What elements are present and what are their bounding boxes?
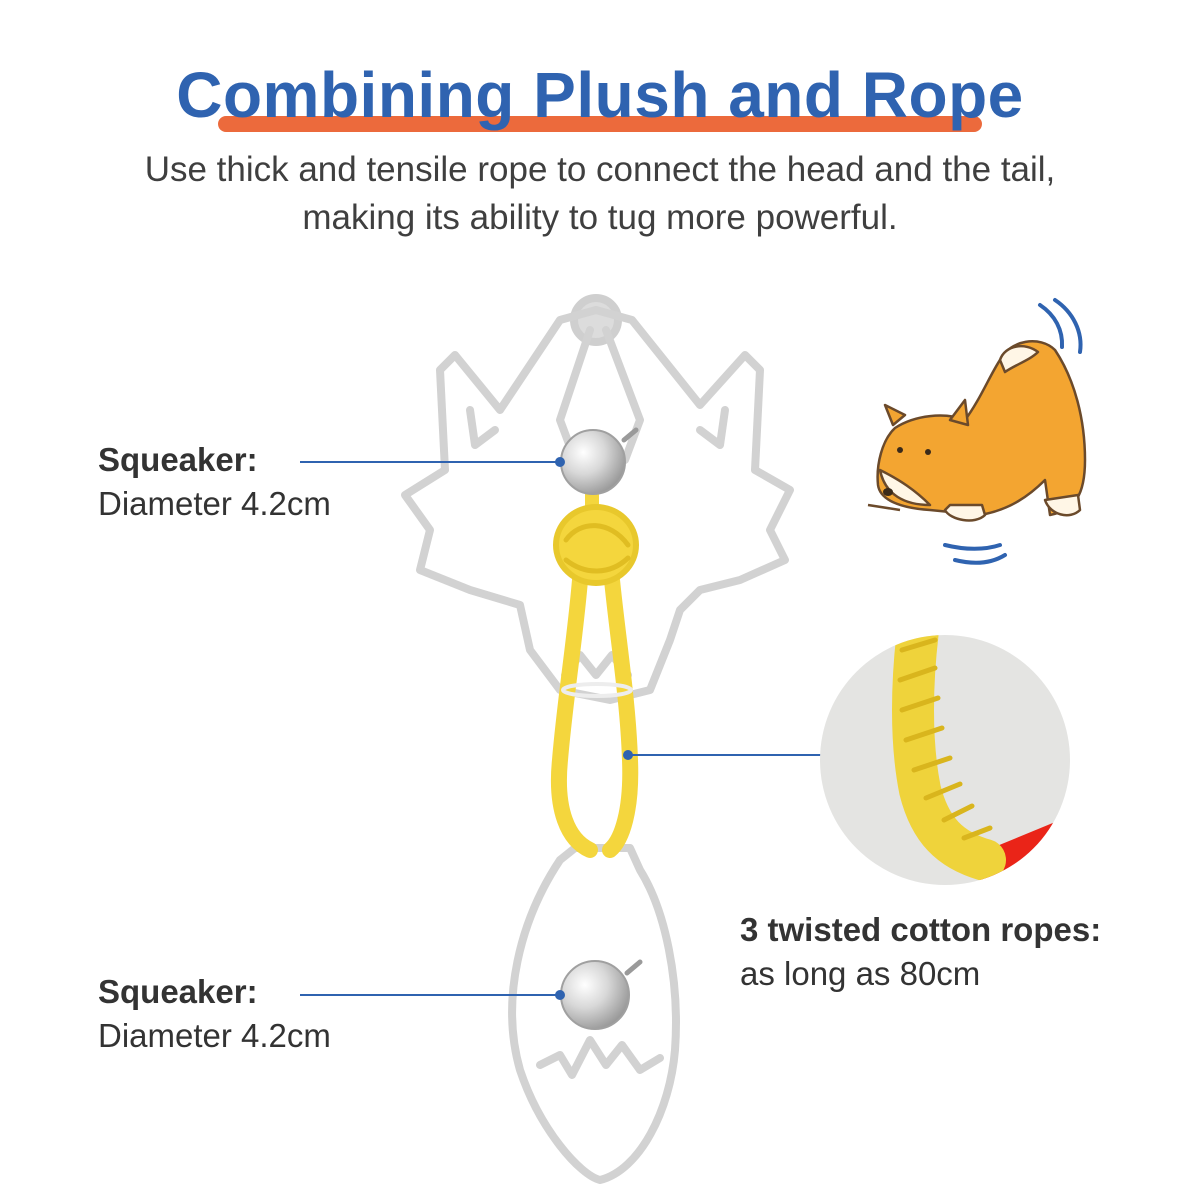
callout-rope-detail: as long as 80cm (740, 955, 981, 992)
leader-line-squeaker-top (300, 457, 565, 467)
subtitle-line-2: making its ability to tug more powerful. (302, 198, 898, 237)
callout-rope: 3 twisted cotton ropes: as long as 80cm (740, 910, 1101, 996)
subtitle: Use thick and tensile rope to connect th… (0, 146, 1200, 242)
callout-squeaker-top: Squeaker: Diameter 4.2cm (98, 440, 331, 526)
fox-tail-outline-icon (508, 844, 680, 1184)
callout-squeaker-top-title: Squeaker: (98, 441, 258, 478)
callout-squeaker-bottom-detail: Diameter 4.2cm (98, 1017, 331, 1054)
rope-closeup-icon (820, 635, 1070, 885)
headline-underline (218, 116, 982, 132)
leader-line-squeaker-bottom (300, 990, 565, 1000)
callout-squeaker-top-detail: Diameter 4.2cm (98, 485, 331, 522)
subtitle-line-1: Use thick and tensile rope to connect th… (144, 150, 1056, 189)
callout-squeaker-bottom: Squeaker: Diameter 4.2cm (98, 972, 331, 1058)
callout-squeaker-bottom-title: Squeaker: (98, 973, 258, 1010)
squeaker-bottom-icon (560, 959, 643, 1030)
callout-rope-title: 3 twisted cotton ropes: (740, 911, 1102, 948)
shiba-dog-icon (867, 298, 1087, 565)
squeaker-top-icon (560, 427, 639, 495)
headline: Combining Plush and Rope (176, 59, 1024, 131)
rope-icon (551, 463, 639, 858)
